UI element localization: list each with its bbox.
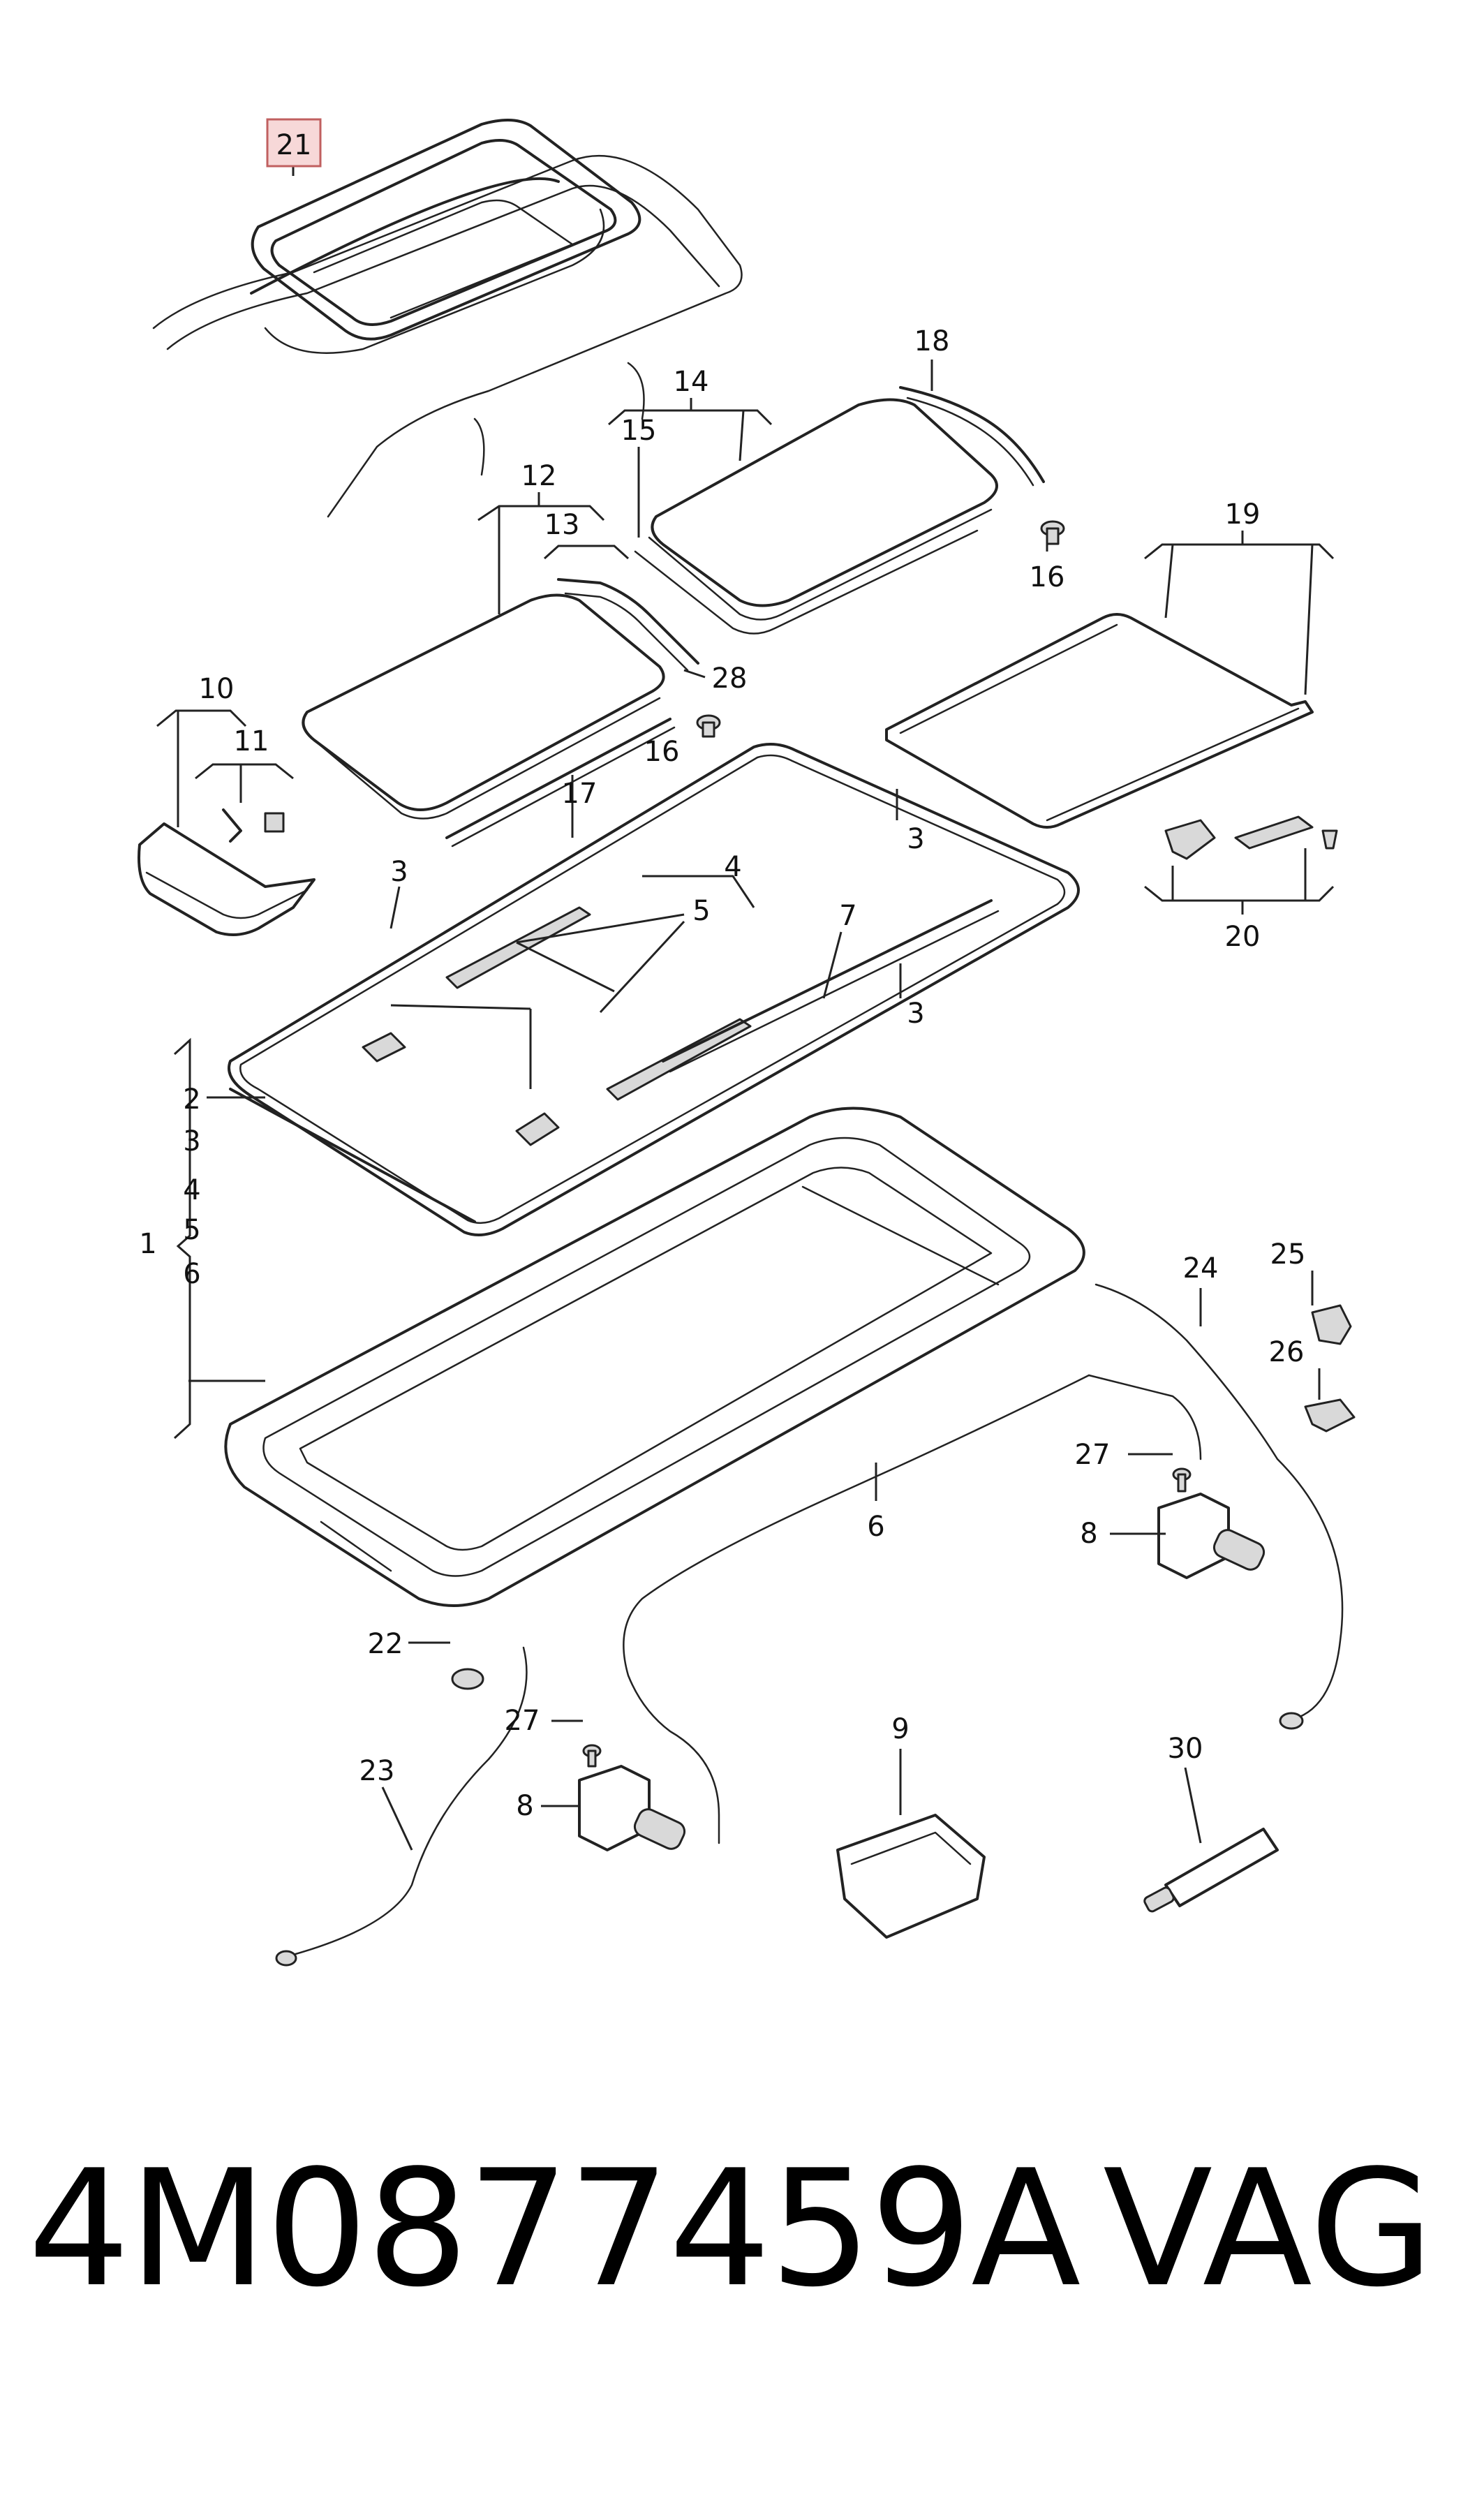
callout-6-list: 6 xyxy=(183,1258,200,1290)
seal-strip-13 xyxy=(557,578,699,672)
car-roof-outline xyxy=(152,154,743,518)
grease-tube-30 xyxy=(1143,1828,1279,1913)
roof-seal-21 xyxy=(251,118,641,341)
callout-8-right: 8 xyxy=(1080,1518,1097,1550)
callout-23: 23 xyxy=(359,1755,395,1787)
leader-lines xyxy=(156,166,1335,1851)
strip-7 xyxy=(662,899,1000,1073)
bracket-26 xyxy=(1304,1398,1356,1433)
frame-seal-3 xyxy=(228,743,1080,1236)
callout-12: 12 xyxy=(521,460,557,492)
callout-13: 13 xyxy=(544,509,580,541)
clips-11 xyxy=(222,808,285,843)
callout-3-list: 3 xyxy=(183,1125,200,1157)
screw-27-right xyxy=(1172,1467,1192,1493)
callout-15: 15 xyxy=(621,415,657,447)
callout-7: 7 xyxy=(839,900,856,932)
callout-27-right: 27 xyxy=(1075,1439,1111,1471)
sunroof-frame-1 xyxy=(224,1107,1085,1607)
callout-labels: 21 18 14 15 16 12 13 19 28 10 11 16 17 3… xyxy=(139,129,1305,1822)
motor-8-left xyxy=(578,1765,686,1851)
callout-14: 14 xyxy=(674,366,709,398)
sunshade-19 xyxy=(885,613,1314,829)
callout-19: 19 xyxy=(1225,498,1261,531)
strip-17 xyxy=(445,718,676,848)
brand-caption: VAG xyxy=(1103,2136,1434,2323)
deflector-10 xyxy=(138,822,316,936)
guide-rails-4-5 xyxy=(362,906,752,1146)
callout-5-upper: 5 xyxy=(692,895,710,927)
control-unit-9 xyxy=(836,1814,986,1939)
callout-4-list: 4 xyxy=(183,1174,200,1206)
callout-25: 25 xyxy=(1270,1238,1306,1271)
screw-27-left xyxy=(582,1744,602,1768)
callout-3-left: 3 xyxy=(390,856,408,888)
highlight-box-21 xyxy=(266,118,322,168)
callout-28: 28 xyxy=(712,663,748,695)
part-number-caption: 4M0877459A xyxy=(28,2136,1081,2323)
callout-9: 9 xyxy=(891,1713,909,1745)
callout-2: 2 xyxy=(183,1083,200,1116)
callout-27-left: 27 xyxy=(505,1705,540,1737)
callout-26: 26 xyxy=(1269,1336,1305,1368)
callout-18: 18 xyxy=(914,325,950,357)
callout-4-upper: 4 xyxy=(724,851,741,883)
wind-deflector-18 xyxy=(899,386,1045,487)
callout-30: 30 xyxy=(1168,1733,1203,1765)
cable-23 xyxy=(275,1646,528,1967)
callout-20: 20 xyxy=(1225,921,1261,953)
callout-3-top-right: 3 xyxy=(907,823,924,855)
callout-8-left: 8 xyxy=(516,1790,533,1822)
callout-1: 1 xyxy=(139,1228,156,1260)
guide-pieces-20 xyxy=(1164,815,1338,860)
callout-10: 10 xyxy=(199,673,235,705)
rear-glass-panel-14 xyxy=(634,398,998,635)
bolt-16-upper xyxy=(1040,520,1065,545)
callout-17: 17 xyxy=(562,778,598,810)
callout-5-list: 5 xyxy=(183,1214,200,1246)
callout-24: 24 xyxy=(1183,1252,1219,1285)
callout-6: 6 xyxy=(867,1511,884,1543)
cable-24 xyxy=(1095,1283,1344,1730)
callout-16-lower: 16 xyxy=(644,736,680,768)
clip-25 xyxy=(1311,1304,1352,1345)
callout-3-right: 3 xyxy=(907,998,924,1030)
cable-6 xyxy=(623,1374,1202,1844)
callout-21: 21 xyxy=(276,129,312,161)
front-glass-panel-12 xyxy=(302,593,665,820)
callout-16-upper: 16 xyxy=(1030,561,1065,593)
motor-8-right xyxy=(1157,1493,1266,1579)
callout-22: 22 xyxy=(368,1628,403,1660)
callout-11: 11 xyxy=(234,725,269,757)
nut-22 xyxy=(451,1668,484,1690)
bolt-16-lower xyxy=(696,714,721,738)
